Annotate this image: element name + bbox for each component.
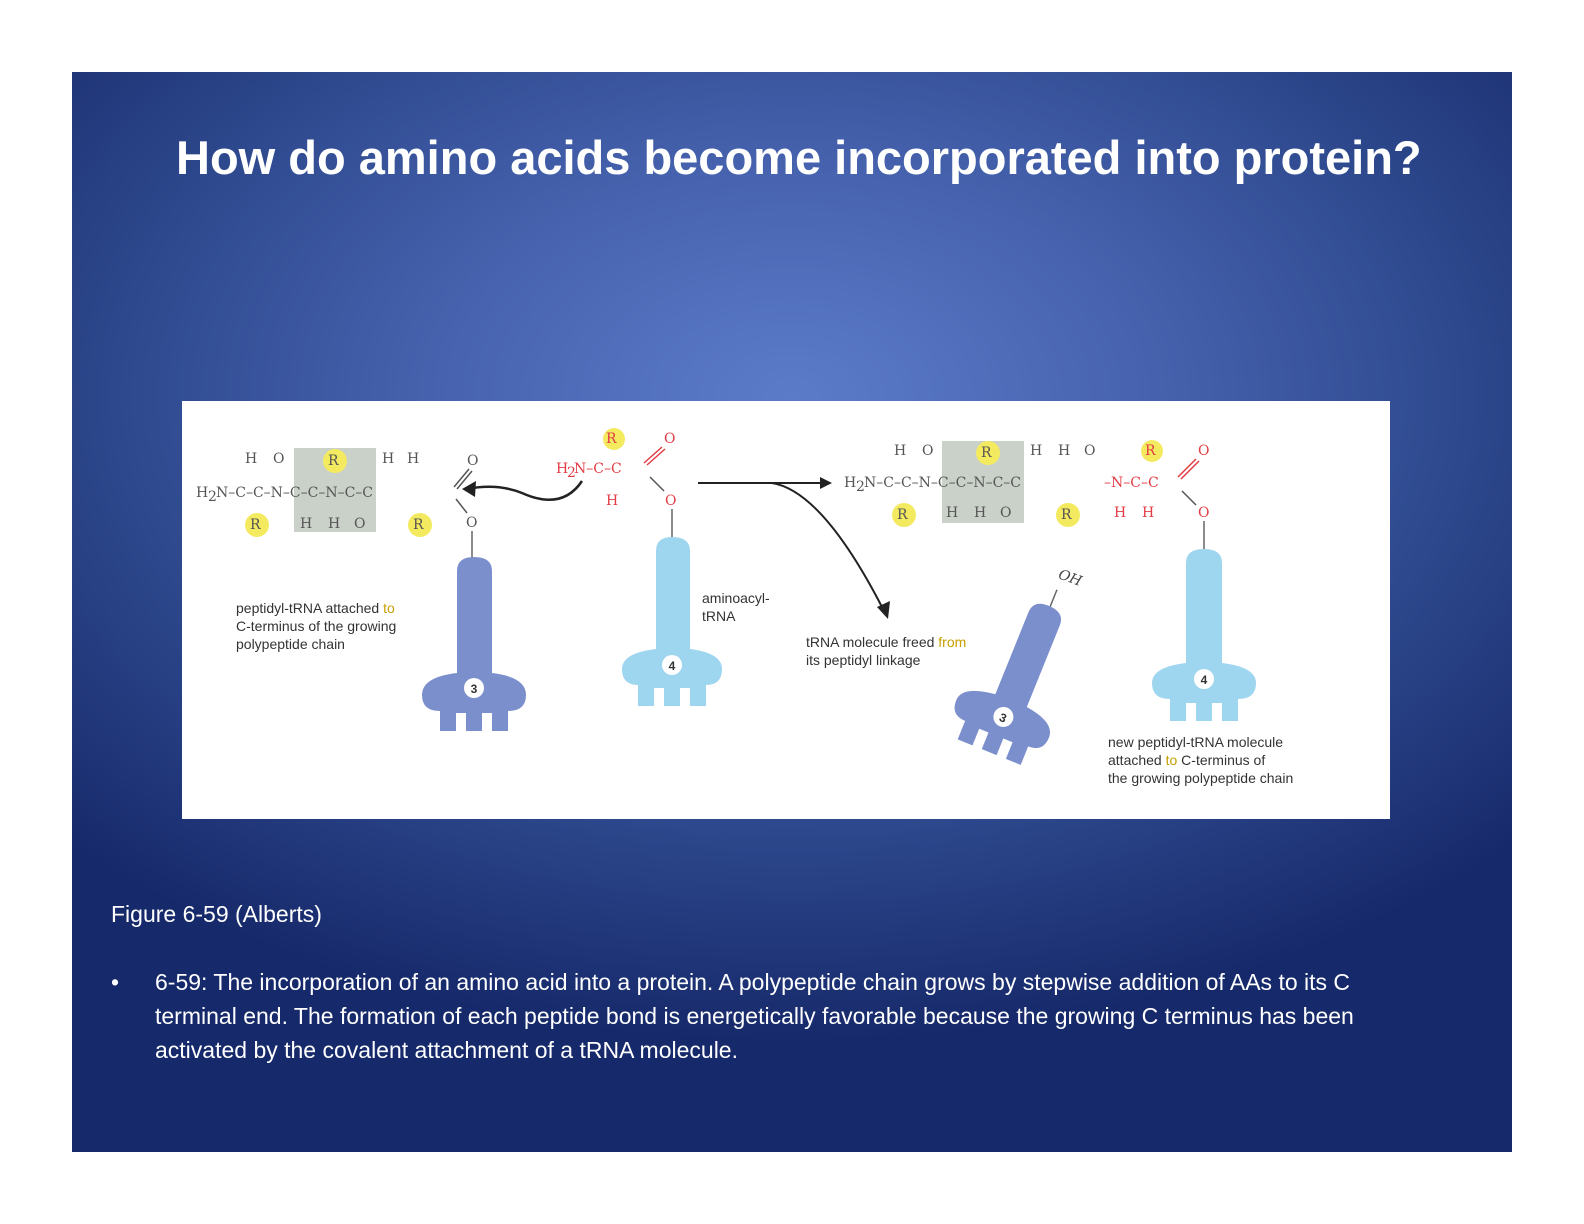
aminoacyl-group: R H2 N–C–C H O O <box>556 428 676 541</box>
svg-text:H: H <box>407 451 419 467</box>
trna-number-3: 3 <box>471 682 478 696</box>
svg-text:H: H <box>245 451 257 467</box>
svg-text:R: R <box>1061 507 1072 523</box>
svg-text:R: R <box>413 517 424 533</box>
label-aminoacyl: aminoacyl- tRNA <box>702 590 774 624</box>
figure-caption: Figure 6-59 (Alberts) <box>111 901 322 927</box>
svg-text:R: R <box>328 453 339 469</box>
svg-text:O: O <box>665 493 676 509</box>
svg-text:H: H <box>196 485 208 501</box>
svg-text:O: O <box>922 443 933 459</box>
svg-text:2: 2 <box>856 479 865 495</box>
trna-4-right: 4 <box>1152 549 1256 721</box>
svg-text:H: H <box>556 461 568 477</box>
label-freed: tRNA molecule freed from its peptidyl li… <box>806 634 970 668</box>
svg-text:R: R <box>250 517 261 533</box>
label-new-peptidyl: new peptidyl-tRNA molecule attached to C… <box>1108 734 1293 786</box>
svg-text:2: 2 <box>567 465 576 481</box>
svg-text:H: H <box>382 451 394 467</box>
svg-text:–N–C–C: –N–C–C <box>1104 475 1159 491</box>
svg-text:H: H <box>606 493 618 509</box>
slide-title: How do amino acids become incorporated i… <box>176 131 1422 184</box>
svg-text:O: O <box>664 431 675 447</box>
trna-number-4: 4 <box>669 659 676 673</box>
svg-text:R: R <box>981 445 992 461</box>
svg-text:O: O <box>466 515 477 531</box>
trna-number-3b: 3 <box>997 710 1009 726</box>
trna-3-left: 3 <box>422 557 526 731</box>
svg-text:N–C–C–N–C–C–N–C–C: N–C–C–N–C–C–N–C–C <box>216 485 373 501</box>
svg-text:O: O <box>1000 505 1011 521</box>
svg-text:O: O <box>354 516 365 532</box>
trna-4-middle: 4 <box>622 537 722 706</box>
bullet-marker: • <box>111 969 120 995</box>
svg-text:O: O <box>273 451 284 467</box>
svg-text:N–C–C–N–C–C–N–C–C: N–C–C–N–C–C–N–C–C <box>864 475 1021 491</box>
oh-label: OH <box>1056 567 1084 590</box>
svg-text:O: O <box>1198 443 1209 459</box>
svg-text:O: O <box>1084 443 1095 459</box>
bullet-item: • 6-59: The incorporation of an amino ac… <box>111 965 1421 1067</box>
trna-number-4b: 4 <box>1201 673 1208 687</box>
svg-text:H: H <box>1114 505 1126 521</box>
svg-text:H: H <box>328 516 340 532</box>
svg-text:H: H <box>300 516 312 532</box>
svg-text:H: H <box>844 475 856 491</box>
svg-text:N–C–C: N–C–C <box>574 461 622 477</box>
down-arrow-icon <box>771 482 883 608</box>
svg-text:H: H <box>974 505 986 521</box>
svg-text:R: R <box>1145 443 1156 459</box>
svg-text:H: H <box>1030 443 1042 459</box>
svg-text:O: O <box>1198 505 1209 521</box>
svg-text:H: H <box>894 443 906 459</box>
svg-text:R: R <box>606 431 617 447</box>
svg-text:R: R <box>897 507 908 523</box>
bullet-text: 6-59: The incorporation of an amino acid… <box>155 969 1354 1063</box>
svg-text:2: 2 <box>208 489 217 505</box>
svg-text:H: H <box>1058 443 1070 459</box>
svg-text:O: O <box>467 453 478 469</box>
label-peptidyl: peptidyl-tRNA attached to C-terminus of … <box>236 600 400 652</box>
svg-text:H: H <box>946 505 958 521</box>
curved-arrow-icon <box>466 480 584 501</box>
trna-3-freed: 3 <box>954 589 1062 765</box>
slide: How do amino acids become incorporated i… <box>72 72 1512 1152</box>
svg-text:H: H <box>1142 505 1154 521</box>
